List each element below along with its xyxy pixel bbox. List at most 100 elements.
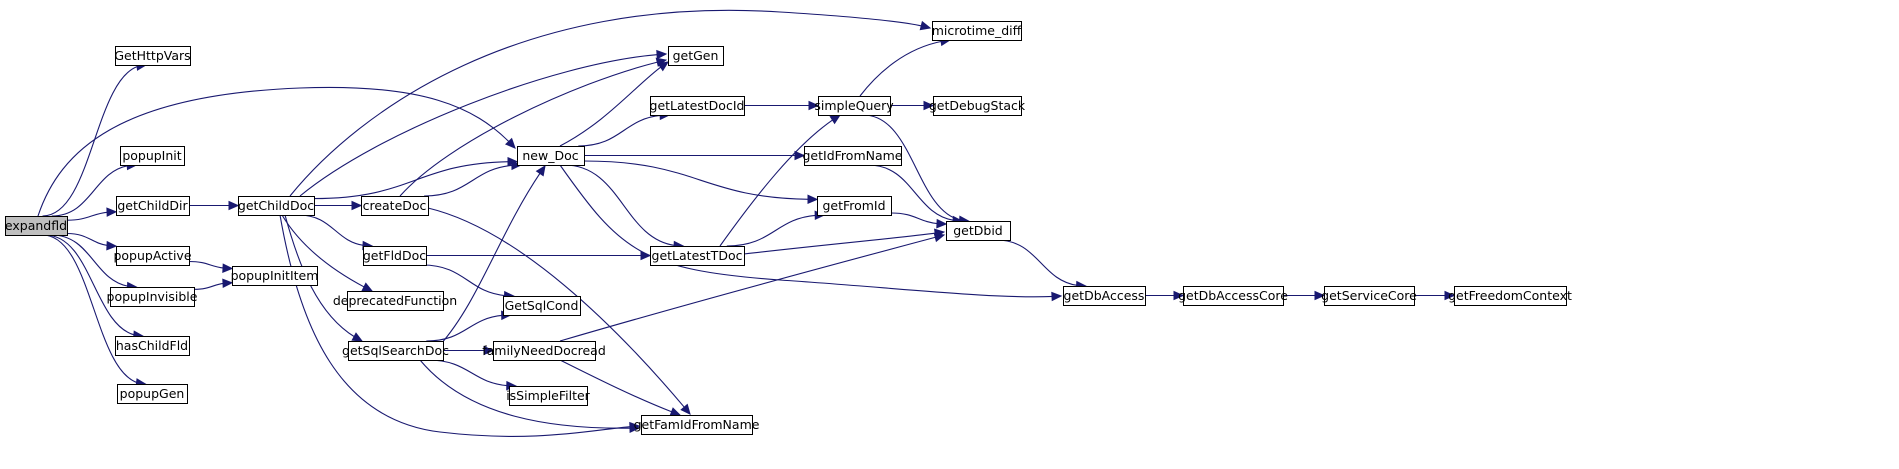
node-popupGen[interactable]: popupGen xyxy=(117,384,188,404)
node-label: getDbAccess xyxy=(1064,288,1145,303)
node-getServiceCore[interactable]: getServiceCore xyxy=(1321,286,1417,306)
node-box xyxy=(116,246,190,266)
node-box xyxy=(115,46,191,66)
node-label: getFromId xyxy=(822,198,885,213)
node-getLatestDocId[interactable]: getLatestDocId xyxy=(650,96,745,116)
node-getDbid[interactable]: getDbid xyxy=(946,221,1011,241)
arrowhead xyxy=(1173,290,1185,301)
edge-getLatestTDoc-to-getDbid xyxy=(743,228,946,255)
edge-simpleQuery-to-getDebugStack xyxy=(889,100,935,111)
node-new_Doc[interactable]: new_Doc xyxy=(517,146,585,166)
node-label: hasChildFld xyxy=(116,338,188,353)
edge-new_Doc-to-getDbAccess xyxy=(559,164,1063,302)
node-getChildDir[interactable]: getChildDir xyxy=(116,196,190,216)
node-deprecatedFunction[interactable]: deprecatedFunction xyxy=(333,291,457,311)
node-box xyxy=(115,336,190,356)
node-box xyxy=(818,96,891,116)
node-label: getDbid xyxy=(953,223,1003,238)
edge-simpleQuery-to-microtime_diff xyxy=(859,36,952,97)
arrowhead xyxy=(808,100,820,111)
node-box xyxy=(363,246,427,266)
node-getFldDoc[interactable]: getFldDoc xyxy=(363,246,427,266)
node-isSimpleFilter[interactable]: isSimpleFilter xyxy=(506,386,591,406)
edge-getSqlSearchDoc-to-isSimpleFilter xyxy=(427,359,518,391)
arrowhead xyxy=(1444,290,1456,301)
edge-getLatestDocId-to-simpleQuery xyxy=(743,100,820,111)
node-label: getIdFromName xyxy=(803,148,903,163)
node-label: microtime_diff xyxy=(932,23,1022,38)
edge-getSqlSearchDoc-to-getFamIdFromName xyxy=(419,359,641,433)
node-popupInit[interactable]: popupInit xyxy=(120,146,185,166)
edge-getChildDoc-to-new_Doc xyxy=(313,156,519,200)
node-label: popupInvisible xyxy=(107,289,198,304)
arrowhead xyxy=(656,49,668,60)
node-box xyxy=(1454,286,1567,306)
edge-getDbid-to-getDbAccess xyxy=(996,239,1087,291)
node-simpleQuery[interactable]: simpleQuery xyxy=(814,96,894,116)
node-getDebugStack[interactable]: getDebugStack xyxy=(929,96,1026,116)
arrowhead xyxy=(629,423,641,433)
arrowhead xyxy=(361,282,374,292)
node-getDbAccess[interactable]: getDbAccess xyxy=(1063,286,1146,306)
node-box xyxy=(348,341,444,361)
node-getFreedomContext[interactable]: getFreedomContext xyxy=(1448,286,1572,306)
edge-getChildDoc-to-microtime_diff xyxy=(289,9,932,197)
edge-popupInvisible-to-popupInitItem xyxy=(193,278,234,290)
node-box xyxy=(117,384,188,404)
arrowhead xyxy=(919,20,932,31)
arrowhead xyxy=(807,194,819,205)
node-getFromId[interactable]: getFromId xyxy=(817,196,892,216)
arrowhead xyxy=(351,200,363,211)
edge-getLatestTDoc-to-simpleQuery xyxy=(719,114,842,247)
node-label: simpleQuery xyxy=(814,98,894,113)
node-box xyxy=(517,146,585,166)
node-box xyxy=(668,46,724,66)
arrowhead xyxy=(657,61,670,72)
edge-getSqlSearchDoc-to-familyNeedDocread xyxy=(443,345,495,356)
node-getFamIdFromName[interactable]: getFamIdFromName xyxy=(634,415,760,435)
node-popupActive[interactable]: popupActive xyxy=(113,246,192,266)
node-label: getLatestDocId xyxy=(650,98,745,113)
node-box xyxy=(804,146,902,166)
node-box xyxy=(1063,286,1146,306)
edge-expandfld-to-getChildDir xyxy=(66,207,118,221)
edge-popupActive-to-popupInitItem xyxy=(188,260,234,273)
node-popupInvisible[interactable]: popupInvisible xyxy=(107,287,198,307)
node-expandfld[interactable]: expandfld xyxy=(5,216,68,236)
node-getDbAccessCore[interactable]: getDbAccessCore xyxy=(1178,286,1288,306)
arrowhead xyxy=(829,114,842,125)
node-box xyxy=(232,266,318,286)
edge-getFldDoc-to-getLatestTDoc xyxy=(426,250,652,261)
node-GetHttpVars[interactable]: GetHttpVars xyxy=(114,46,191,66)
node-box xyxy=(110,287,195,307)
edge-createDoc-to-getFamIdFromName xyxy=(427,207,691,415)
node-getChildDoc[interactable]: getChildDoc xyxy=(238,196,315,216)
node-getGen[interactable]: getGen xyxy=(668,46,724,66)
edge-createDoc-to-getGen xyxy=(399,57,668,197)
node-box xyxy=(1324,286,1415,306)
node-hasChildFld[interactable]: hasChildFld xyxy=(115,336,190,356)
node-box xyxy=(650,96,745,116)
node-createDoc[interactable]: createDoc xyxy=(361,196,429,216)
edge-new_Doc-to-getLatestTDoc xyxy=(564,164,685,251)
node-label: popupInit xyxy=(122,148,181,163)
node-label: popupActive xyxy=(113,248,191,263)
arrowhead xyxy=(483,345,495,356)
node-familyNeedDocread[interactable]: familyNeedDocread xyxy=(482,341,606,361)
node-getSqlSearchDoc[interactable]: getSqlSearchDoc xyxy=(342,341,449,361)
node-box xyxy=(1183,286,1284,306)
arrowhead xyxy=(1314,290,1326,301)
arrowhead xyxy=(222,263,234,273)
node-popupInitItem[interactable]: popupInitItem xyxy=(231,266,319,286)
node-microtime_diff[interactable]: microtime_diff xyxy=(932,21,1022,41)
node-GetSqlCond[interactable]: GetSqlCond xyxy=(503,296,581,316)
edge-createDoc-to-new_Doc xyxy=(424,160,523,197)
arrowhead xyxy=(106,240,118,251)
node-getLatestTDoc[interactable]: getLatestTDoc xyxy=(650,246,745,266)
edge-expandfld-to-GetHttpVars xyxy=(42,61,148,217)
node-box xyxy=(493,341,596,361)
node-getIdFromName[interactable]: getIdFromName xyxy=(803,146,903,166)
edge-getChildDoc-to-getFldDoc xyxy=(298,214,374,251)
node-box xyxy=(116,196,190,216)
